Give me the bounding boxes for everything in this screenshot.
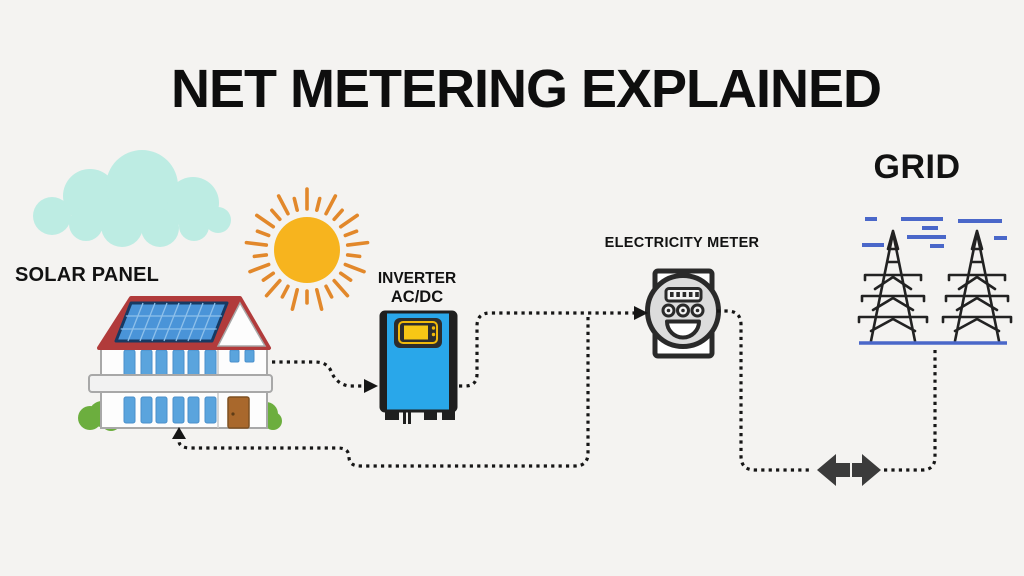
label-electricity-meter: ELECTRICITY METER: [604, 235, 760, 251]
flow-meter-to-grid-left: [717, 309, 813, 472]
label-inverter: INVERTER AC/DC: [378, 269, 456, 307]
grid-sky-dashes: [862, 217, 1007, 248]
flow-meter-to-grid-right: [884, 347, 937, 472]
house-windows-lower: [123, 396, 217, 424]
flow-meter-to-house: [177, 317, 590, 468]
inverter-feet: [385, 411, 455, 424]
flow-inverter-to-meter: [459, 311, 634, 388]
solar-house-icon: [78, 296, 282, 431]
cloud-icon: [33, 150, 231, 247]
house-door: [227, 396, 250, 429]
transmission-towers-icon: [857, 217, 1013, 345]
flow-lines: [172, 306, 937, 486]
electricity-meter-icon: [645, 268, 721, 359]
label-inverter-line2: AC/DC: [390, 288, 444, 306]
label-inverter-line1: INVERTER: [377, 270, 457, 287]
solar-panel-grid-lines: [120, 302, 222, 342]
page-title: NET METERING EXPLAINED: [170, 59, 882, 119]
label-grid: GRID: [873, 148, 961, 186]
flow-house-to-inverter: [272, 360, 364, 388]
house-windows-upper: [123, 349, 255, 379]
label-solar-panel: SOLAR PANEL: [15, 264, 160, 286]
bidirectional-arrow-icon: [817, 454, 881, 486]
sun-icon: [244, 187, 370, 312]
inverter-icon: [379, 310, 458, 424]
